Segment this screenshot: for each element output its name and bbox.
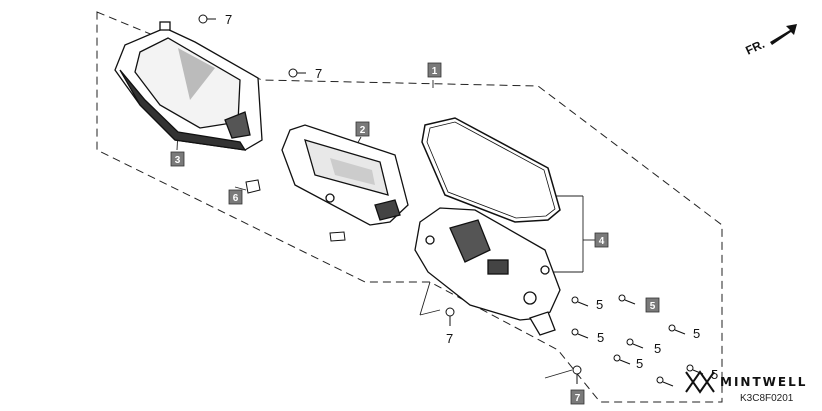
callout-7-top: 7 xyxy=(225,12,232,27)
meter-lens-inner xyxy=(426,121,556,219)
callout-7-mid: 7 xyxy=(446,331,453,346)
plain-callouts: 7 7 5 5 5 5 5 5 7 xyxy=(225,12,718,382)
meter-visor xyxy=(114,21,263,151)
svg-text:2: 2 xyxy=(360,125,366,136)
front-direction-indicator: FR. xyxy=(743,24,797,58)
svg-text:4: 4 xyxy=(599,236,605,247)
diagram-part-code: K3C8F0201 xyxy=(740,393,794,404)
meter-lens xyxy=(421,117,561,223)
meter-case xyxy=(414,207,561,336)
callout-5-f: 5 xyxy=(711,367,718,382)
svg-text:6: 6 xyxy=(233,193,239,204)
callout-5-c: 5 xyxy=(693,326,700,341)
brand-watermark: MINTWELL K3C8F0201 xyxy=(685,370,807,404)
meter-unit xyxy=(281,124,409,226)
callout-box-2: 2 xyxy=(355,121,370,137)
callout-box-6: 6 xyxy=(228,189,243,205)
callout-box-4: 4 xyxy=(594,232,609,248)
brand-name: MINTWELL xyxy=(720,375,807,389)
callout-5-b: 5 xyxy=(597,330,604,345)
svg-text:5: 5 xyxy=(650,301,656,312)
callout-5-a: 5 xyxy=(596,297,603,312)
boxed-callouts: 1 2 3 4 5 6 7 xyxy=(170,62,660,405)
small-parts xyxy=(198,14,704,387)
svg-text:3: 3 xyxy=(175,155,181,166)
svg-text:7: 7 xyxy=(575,393,581,404)
front-label: FR. xyxy=(743,37,766,58)
callout-box-7: 7 xyxy=(570,389,585,405)
callout-box-5: 5 xyxy=(645,297,660,313)
svg-text:1: 1 xyxy=(432,66,438,77)
callout-7-upper: 7 xyxy=(315,66,322,81)
callout-5-e: 5 xyxy=(636,356,643,371)
callout-5-d: 5 xyxy=(654,341,661,356)
callout-box-3: 3 xyxy=(170,151,185,167)
front-arrow-icon xyxy=(770,24,797,45)
brand-logo-icon xyxy=(685,370,715,394)
callout-box-1: 1 xyxy=(427,62,442,78)
